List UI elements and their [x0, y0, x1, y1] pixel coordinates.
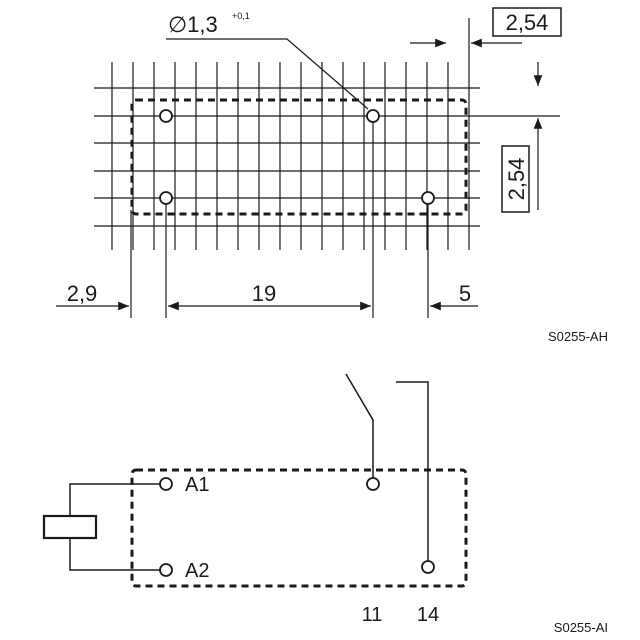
hole-diameter-label: ∅1,3 — [168, 12, 218, 37]
pin-14-label: 14 — [417, 604, 439, 626]
pcb-holes — [159, 109, 435, 205]
pitch-v-label: 2,54 — [504, 158, 529, 201]
pitch-v-box — [501, 145, 530, 213]
terminal-14 — [421, 560, 435, 574]
pitch-h-box — [492, 7, 562, 37]
drawing-code-top: S0255-AH — [548, 329, 608, 344]
schematic-drawing — [42, 373, 468, 588]
terminal-a1 — [159, 477, 173, 491]
relay-outline-top — [130, 98, 468, 216]
hole-diameter-leader — [166, 38, 369, 110]
footprint-drawing — [56, 7, 562, 318]
dim-left-label: 2,9 — [67, 281, 98, 306]
terminal-a2 — [159, 563, 173, 577]
hole-a1 — [159, 109, 173, 123]
terminal-11 — [366, 477, 380, 491]
pcb-grid — [94, 18, 560, 250]
dim-middle-label: 19 — [252, 281, 276, 306]
relay-outline-schematic — [130, 468, 468, 588]
drawing-code-bottom: S0255-AI — [554, 620, 608, 635]
pin-a1-label: A1 — [185, 474, 209, 496]
extension-lines — [130, 122, 429, 318]
contact-no-wire — [396, 381, 429, 562]
coil-wire-bottom — [69, 538, 160, 571]
pin-a2-label: A2 — [185, 560, 209, 582]
coil-symbol — [42, 514, 98, 540]
hole-14 — [421, 191, 435, 205]
pin-11-label: 11 — [362, 604, 383, 626]
coil-wire-top — [69, 483, 160, 516]
hole-tolerance-label: +0,1 — [232, 11, 250, 21]
dim-right-label: 5 — [459, 281, 471, 306]
contact-common-wire — [345, 373, 374, 478]
pitch-h-label: 2,54 — [506, 10, 549, 35]
hole-11 — [366, 109, 380, 123]
hole-a2 — [159, 191, 173, 205]
